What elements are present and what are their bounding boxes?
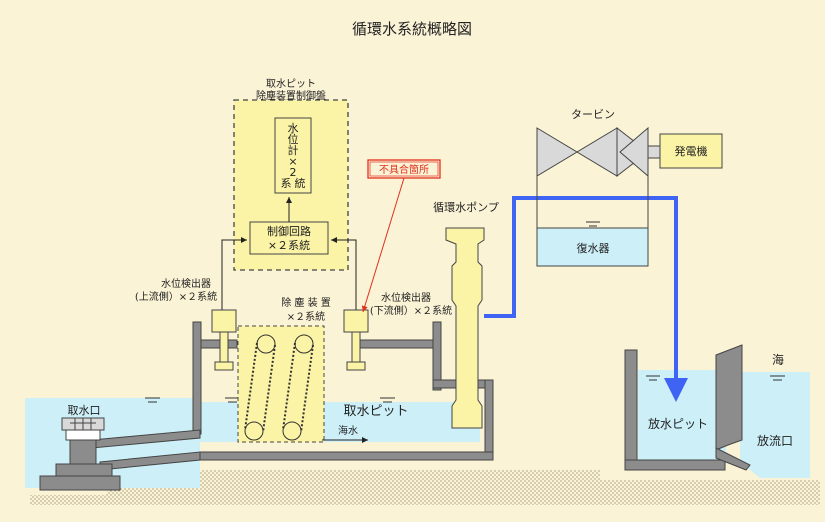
rotating-screen-1 <box>244 334 276 441</box>
control-circuit-label-1: 制御回路 <box>267 224 311 238</box>
screen-label-2: ×２系統 <box>287 310 325 323</box>
generator-box <box>659 133 723 169</box>
defect-location-label: 不具合箇所 <box>379 163 429 176</box>
sea-label: 海 <box>772 352 784 367</box>
cooling-water-pipe <box>484 196 688 402</box>
detector-down-label-2: (下流側）×２系統 <box>370 304 452 317</box>
intake-pit-label: 取水ピット <box>343 404 408 419</box>
pump-label: 循環水ポンプ <box>433 201 499 214</box>
turbine-label: タービン <box>571 108 615 121</box>
outfall-label: 放流口 <box>757 433 793 448</box>
control-circuit-label-2: ×２系統 <box>268 238 310 252</box>
level-meter-char-1: 水 <box>288 122 299 135</box>
discharge-pit-structure <box>624 344 751 471</box>
diagram-title: 循環水系統概略図 <box>352 20 472 38</box>
condenser <box>536 176 649 267</box>
defect-location-callout: 不具合箇所 <box>361 159 441 313</box>
level-meter-char-5: 2 <box>290 166 297 179</box>
turbine <box>536 126 661 178</box>
circulating-water-pump <box>445 227 485 429</box>
discharge-pit-label: 放水ピット <box>648 416 708 431</box>
seawater-label: 海水 <box>338 424 358 437</box>
upstream-level-detector <box>211 309 237 371</box>
signal-lines <box>221 197 357 310</box>
level-meter-char-3: 計 <box>288 143 299 157</box>
rotating-screen-2 <box>282 334 314 441</box>
level-meter-char-2: 位 <box>288 132 299 146</box>
generator-label: 発電機 <box>675 144 708 158</box>
level-meter-char-4: × <box>288 155 297 168</box>
screen-label-1: 除 塵 装 置 <box>281 296 331 309</box>
water-level-meter <box>274 117 312 194</box>
control-panel-label-2: 除塵装置制御盤 <box>256 89 326 102</box>
intake-structure <box>39 417 121 491</box>
intake-label: 取水口 <box>68 404 101 417</box>
downstream-level-detector <box>343 309 369 371</box>
control-circuit-box <box>249 221 329 255</box>
control-panel-label-1: 取水ピット <box>266 78 316 90</box>
detector-down-label-1: 水位検出器 <box>381 291 431 304</box>
detector-up-label-1: 水位検出器 <box>161 277 211 290</box>
detector-up-label-2: (上流側）×２系統 <box>135 290 217 303</box>
condenser-label: 復水器 <box>577 242 610 255</box>
level-meter-char-7: 統 <box>295 176 306 190</box>
level-meter-char-6: 系 <box>281 177 292 190</box>
